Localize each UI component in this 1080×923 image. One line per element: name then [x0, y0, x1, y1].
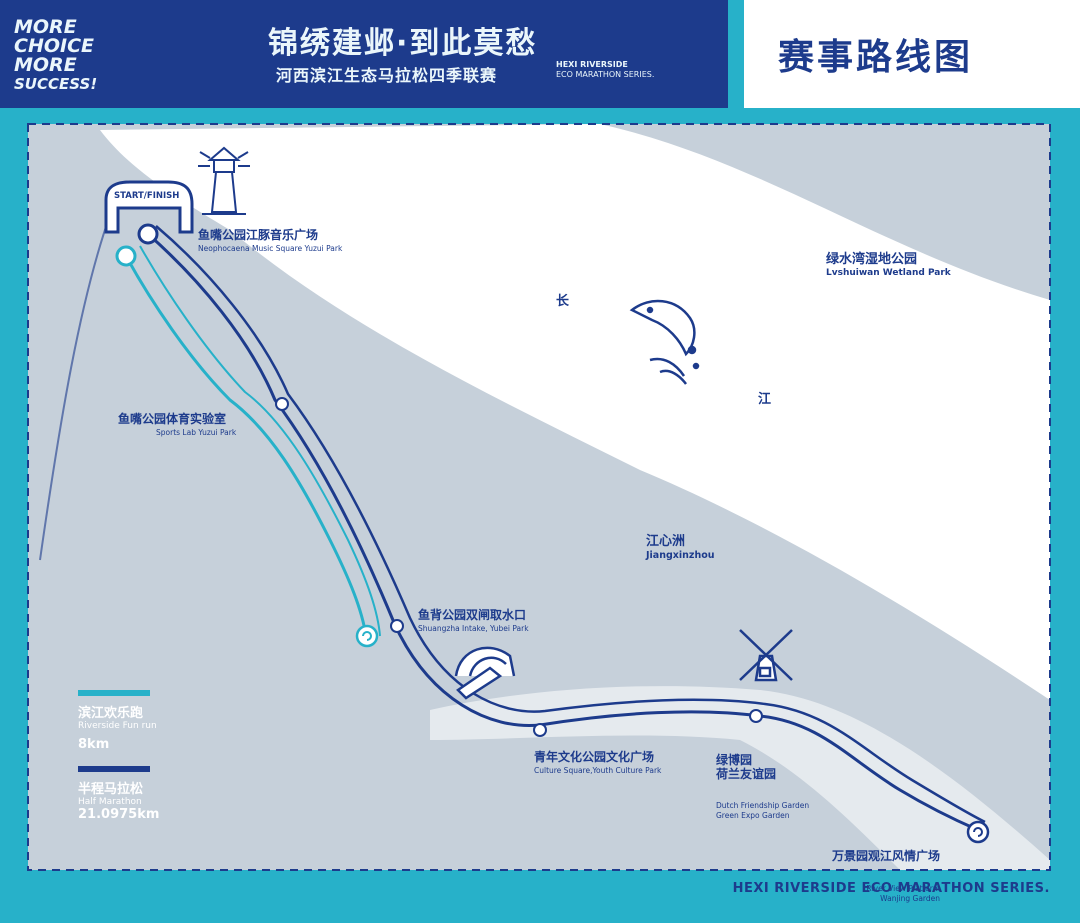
- event-title-en: HEXI RIVERSIDE ECO MARATHON SERIES.: [556, 60, 676, 80]
- turnaround-arrow-icon: [973, 827, 983, 837]
- lighthouse-icon: [198, 146, 250, 215]
- river-char-chang: 长: [556, 294, 570, 309]
- river-char-jiang: 江: [758, 392, 772, 407]
- legend-fun-run-swatch: [78, 690, 150, 696]
- legend-half-marathon-distance: 21.0975km: [78, 807, 160, 822]
- logo-line: CHOICE: [14, 35, 94, 57]
- place-en: Sports Lab Yuzui Park: [156, 428, 237, 437]
- turnaround-arrow-icon: [362, 631, 372, 641]
- windmill-icon: [739, 629, 793, 682]
- place-en: Culture Square,Youth Culture Park: [534, 766, 662, 775]
- start-finish-label: START/FINISH: [114, 191, 180, 201]
- legend-half-marathon-cn: 半程马拉松: [78, 782, 144, 797]
- start-point-fun: [115, 245, 137, 267]
- legend-fun-run-cn: 滨江欢乐跑: [78, 706, 144, 721]
- legend-half-marathon: 半程马拉松 Half Marathon 21.0975km: [78, 766, 159, 822]
- place-label: 鱼嘴公园江豚音乐广场 Neophocaena Music Square Yuzu…: [198, 226, 342, 253]
- legend-fun-run: 滨江欢乐跑 Riverside Fun run 8km: [78, 690, 159, 752]
- place-label: 绿水湾湿地公园 Lvshuiwan Wetland Park: [826, 248, 951, 278]
- half-marathon-route-return: [155, 225, 986, 824]
- event-title-en-line2: ECO MARATHON SERIES.: [556, 70, 655, 79]
- place-cn: 鱼背公园双闸取水口: [418, 608, 527, 622]
- checkpoint-culture-square: [533, 723, 547, 737]
- checkpoint-green-expo: [749, 709, 763, 723]
- checkpoint-shuangzha: [390, 619, 404, 633]
- checkpoint-sports-lab: [275, 397, 289, 411]
- place-cn: 绿博园 荷兰友谊园: [716, 753, 777, 781]
- place-cn: 江心洲: [646, 534, 686, 549]
- footer-series-name: HEXI RIVERSIDE ECO MARATHON SERIES.: [732, 881, 1050, 896]
- place-label: 青年文化公园文化广场 Culture Square,Youth Culture …: [534, 748, 661, 775]
- place-en: Jiangxinzhou: [646, 550, 715, 561]
- intake-gate-icon: [454, 646, 516, 700]
- logo-line: SUCCESS!: [14, 75, 98, 93]
- place-en: Lvshuiwan Wetland Park: [826, 268, 951, 278]
- place-label: 鱼背公园双闸取水口 Shuangzha Intake, Yubei Park: [418, 606, 529, 633]
- place-label: 万景园观江风情广场 River View Platform Wanjing Ga…: [832, 828, 940, 923]
- event-subtitle: 河西滨江生态马拉松四季联赛: [276, 66, 498, 85]
- logo-line: MORE: [14, 54, 77, 76]
- place-cn: 鱼嘴公园体育实验室: [118, 412, 227, 426]
- left-road: [39, 214, 111, 561]
- legend-fun-run-distance: 8km: [78, 737, 110, 752]
- yangtze-river: [100, 124, 1050, 700]
- legend-half-marathon-en: Half Marathon: [78, 797, 142, 807]
- fun-run-turnaround-icon: [355, 624, 379, 648]
- legend-half-marathon-swatch: [78, 766, 150, 772]
- fun-run-route-return: [139, 245, 381, 637]
- riverbank-strip: [430, 686, 1050, 870]
- place-en: Dutch Friendship Garden Green Expo Garde…: [716, 801, 810, 820]
- place-en: Neophocaena Music Square Yuzui Park: [198, 244, 343, 253]
- place-cn: 青年文化公园文化广场: [534, 750, 655, 764]
- event-title-en-line1: HEXI RIVERSIDE: [556, 60, 628, 69]
- start-finish-arch-icon: [104, 180, 194, 234]
- place-label: 鱼嘴公园体育实验室 Sports Lab Yuzui Park: [118, 410, 236, 437]
- route-legend: 滨江欢乐跑 Riverside Fun run 8km 半程马拉松 Half M…: [78, 690, 159, 822]
- header-banner: [0, 0, 728, 108]
- header-title-panel: [744, 0, 1080, 108]
- start-point-half: [137, 223, 159, 245]
- place-en: Shuangzha Intake, Yubei Park: [418, 624, 529, 633]
- map-border: [27, 123, 1051, 871]
- place-cn: 万景园观江风情广场: [832, 849, 941, 863]
- place-label: 江心洲 Jiangxinzhou: [646, 530, 715, 561]
- place-cn: 绿水湾湿地公园: [826, 252, 918, 267]
- place-label: 绿博园 荷兰友谊园 Dutch Friendship Garden Green …: [716, 734, 809, 840]
- route-map-title: 赛事路线图: [778, 37, 974, 78]
- dolphin-icon: [629, 299, 700, 385]
- place-cn: 鱼嘴公园江豚音乐广场: [198, 228, 319, 242]
- fun-run-route: [124, 255, 368, 637]
- place-en: River View Platform Wanjing Garden: [866, 884, 941, 903]
- half-marathon-turnaround-icon: [966, 820, 990, 844]
- half-marathon-route: [147, 232, 979, 832]
- event-title: 锦绣建邺·到此莫愁: [268, 26, 538, 61]
- logo-line: MORE: [14, 16, 77, 38]
- legend-fun-run-en: Riverside Fun run: [78, 721, 157, 731]
- logo: MORE CHOICE MORE SUCCESS!: [14, 18, 142, 106]
